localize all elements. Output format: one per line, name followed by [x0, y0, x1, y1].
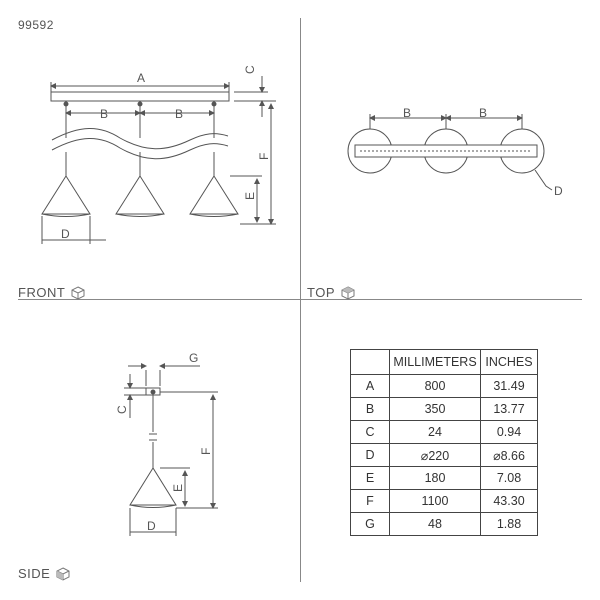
row-mm: 48 [389, 512, 481, 536]
row-label: F [350, 489, 390, 513]
top-dimension-labels: B B D [403, 106, 563, 198]
side-view-label: SIDE [18, 566, 70, 581]
row-inches: 13.77 [480, 397, 538, 421]
table-row: B 350 13.77 [350, 397, 538, 421]
table-row: A 800 31.49 [350, 374, 538, 398]
row-mm: 350 [389, 397, 481, 421]
table-row: F 1100 43.30 [350, 489, 538, 513]
vertical-divider [300, 18, 301, 582]
row-inches: 31.49 [480, 374, 538, 398]
table-header-millimeters: MILLIMETERS [389, 349, 481, 375]
row-mm: 180 [389, 466, 481, 490]
row-label: C [350, 420, 390, 444]
front-label-f: F [257, 153, 271, 160]
side-view [124, 363, 218, 536]
view-cube-icon [71, 285, 85, 300]
row-inches: ⌀8.66 [480, 443, 538, 467]
side-dimension-labels: G C F E D [115, 351, 213, 533]
front-view-title: FRONT [18, 285, 66, 300]
side-label-e: E [171, 484, 185, 492]
row-label: E [350, 466, 390, 490]
front-label-c: C [243, 65, 257, 74]
row-label: A [350, 374, 390, 398]
row-mm: 800 [389, 374, 481, 398]
table-header-blank [350, 349, 390, 375]
side-shade [129, 467, 177, 506]
row-inches: 43.30 [480, 489, 538, 513]
table-header-row: MILLIMETERS INCHES [350, 349, 538, 375]
table-row: C 24 0.94 [350, 420, 538, 444]
row-label: G [350, 512, 390, 536]
top-view-label: TOP [307, 285, 355, 300]
horizontal-divider [18, 299, 582, 300]
side-label-g: G [189, 351, 198, 365]
product-code: 99592 [18, 18, 54, 32]
side-view-title: SIDE [18, 566, 51, 581]
top-view [347, 114, 553, 191]
side-label-d: D [147, 519, 156, 533]
row-inches: 0.94 [480, 420, 538, 444]
table-row: E 180 7.08 [350, 466, 538, 490]
front-label-a: A [137, 71, 145, 85]
row-inches: 1.88 [480, 512, 538, 536]
top-label-d: D [554, 184, 563, 198]
front-shade-3 [189, 175, 239, 215]
side-label-c: C [115, 405, 129, 414]
front-canopy [50, 91, 230, 102]
front-label-d: D [61, 227, 70, 241]
row-mm: 24 [389, 420, 481, 444]
front-shade-2 [115, 175, 165, 215]
row-label: B [350, 397, 390, 421]
row-mm: 1100 [389, 489, 481, 513]
top-view-title: TOP [307, 285, 335, 300]
front-view [41, 76, 276, 244]
row-mm: ⌀220 [389, 443, 481, 467]
table-header-inches: INCHES [480, 349, 538, 375]
table-row: G 48 1.88 [350, 512, 538, 536]
top-label-b1: B [403, 106, 411, 120]
row-inches: 7.08 [480, 466, 538, 490]
side-label-f: F [199, 448, 213, 455]
front-label-b1: B [100, 107, 108, 121]
front-view-label: FRONT [18, 285, 85, 300]
view-cube-icon [56, 566, 70, 581]
table-row: D ⌀220 ⌀8.66 [350, 443, 538, 467]
dimensions-table: MILLIMETERS INCHES A 800 31.49 B 350 13.… [350, 349, 538, 536]
front-dimension-labels: A B B C F E D [61, 65, 271, 241]
front-label-b2: B [175, 107, 183, 121]
row-label: D [350, 443, 390, 467]
top-label-b2: B [479, 106, 487, 120]
front-label-e: E [243, 192, 257, 200]
view-cube-icon [341, 285, 355, 300]
front-shade-1 [41, 175, 91, 215]
